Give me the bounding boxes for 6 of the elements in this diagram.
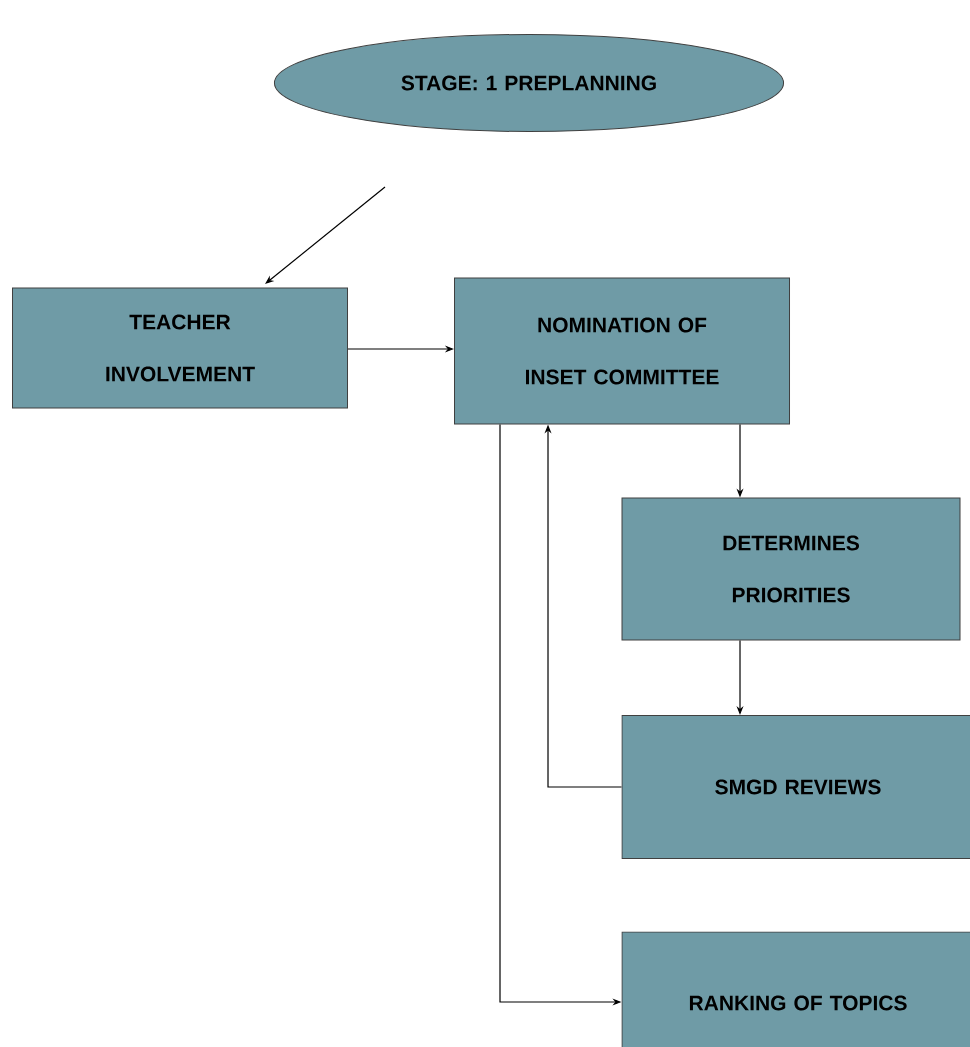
process-box: SMGD REVIEWS: [621, 715, 970, 859]
process-box: TEACHER INVOLVEMENT: [12, 287, 348, 409]
process-box: RANKING OF TOPICS: [621, 931, 970, 1047]
process-box: DETERMINES PRIORITIES: [621, 497, 961, 641]
arrow: [265, 186, 386, 284]
process-box: NOMINATION OF INSET COMMITTEE: [454, 277, 790, 425]
